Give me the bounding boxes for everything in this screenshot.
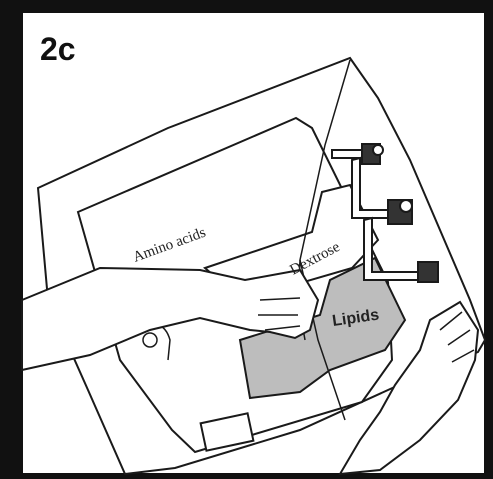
- port-top-cap: [373, 145, 383, 155]
- top-bar: [0, 0, 493, 10]
- port-middle-cap: [400, 200, 412, 212]
- step-label: 2c: [40, 31, 76, 67]
- hanger-hole: [143, 333, 157, 347]
- tube-top: [332, 150, 362, 158]
- port-bottom: [418, 262, 438, 282]
